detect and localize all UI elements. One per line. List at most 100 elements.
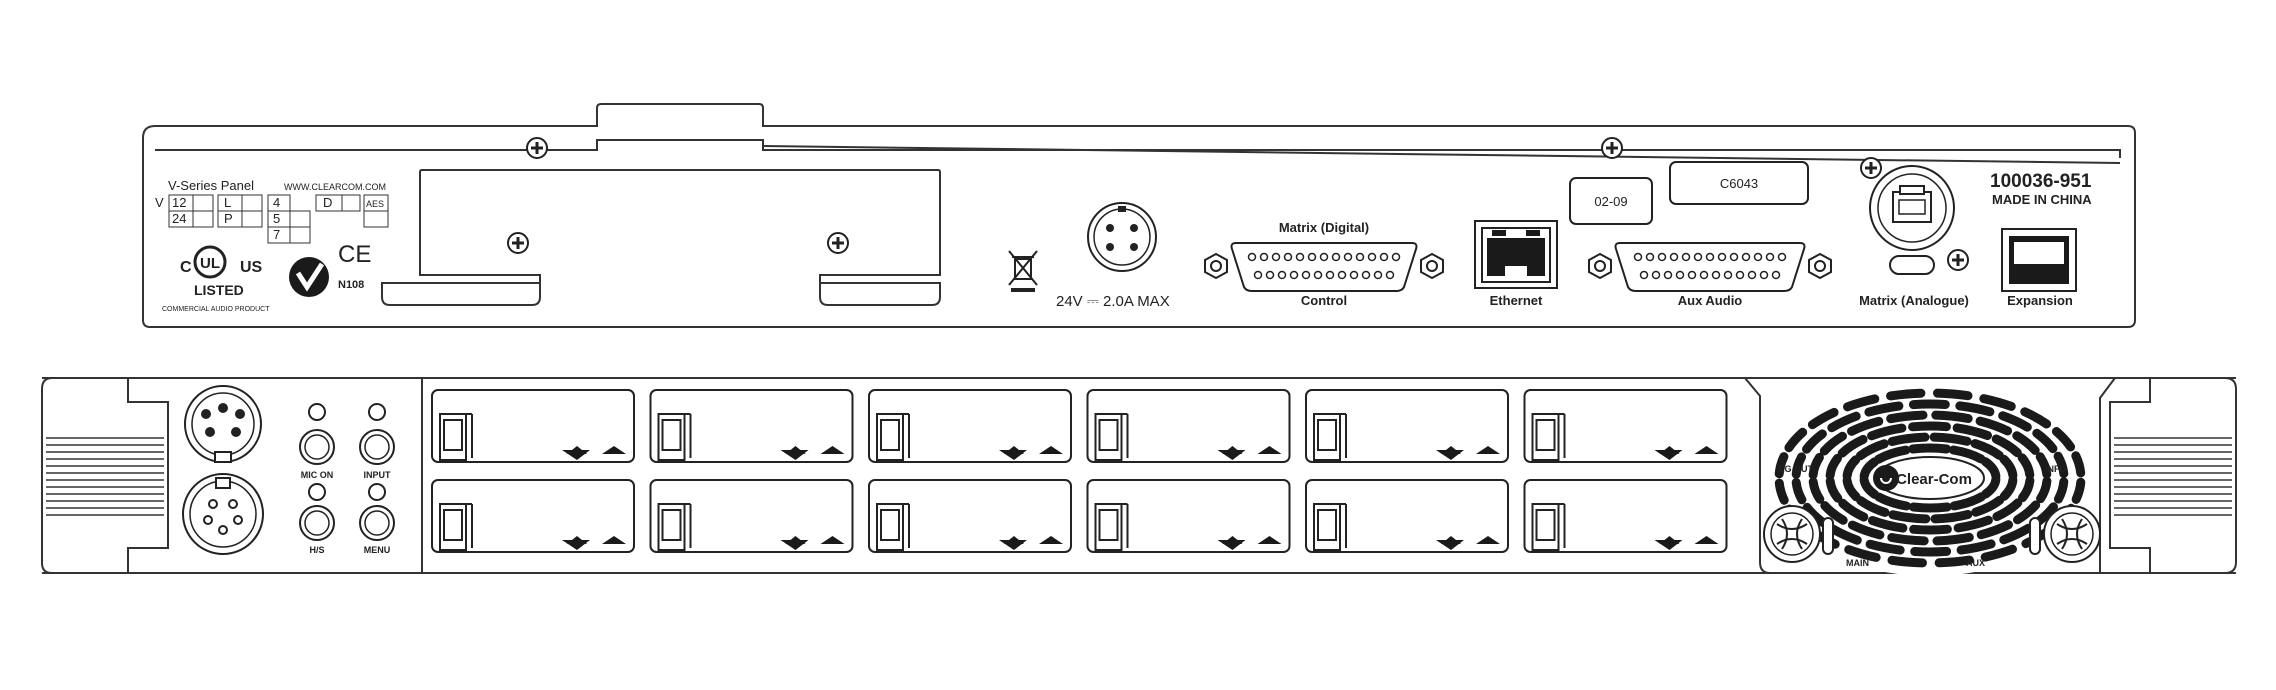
grille-slot	[1929, 432, 1972, 446]
lg-out-label: LG OUT	[1779, 464, 1813, 474]
grille-slot	[2018, 476, 2035, 503]
tag-a	[1569, 177, 1653, 225]
grille-slot	[1909, 524, 1952, 535]
part-number: 100036-951	[1990, 171, 2092, 192]
grille-slot	[1867, 423, 1907, 441]
aux-audio-label: Aux Audio	[1678, 293, 1743, 308]
grille-slot	[1949, 492, 1986, 511]
talk-key[interactable]	[1305, 389, 1509, 463]
pin	[1765, 252, 1775, 262]
power-connector[interactable]	[1087, 202, 1157, 272]
key-indicator	[1586, 536, 1719, 544]
pin	[1723, 270, 1733, 280]
led-menu	[368, 483, 386, 501]
talk-key[interactable]	[868, 479, 1072, 553]
grid-7: 7	[273, 227, 280, 242]
ethernet-port[interactable]	[1474, 220, 1558, 289]
pin	[1705, 252, 1715, 262]
pin	[1729, 252, 1739, 262]
talk-key[interactable]	[1086, 389, 1291, 463]
grille-slot	[1774, 478, 1789, 505]
key-indicator	[1368, 536, 1500, 544]
ul-us: US	[240, 259, 263, 276]
grille-slot	[1808, 477, 1825, 504]
grille-slot	[1980, 457, 2001, 481]
pin	[1669, 252, 1679, 262]
grille-slot	[1859, 457, 1879, 481]
pin	[1325, 270, 1335, 280]
rack-ear-right	[2109, 377, 2236, 574]
talk-key[interactable]	[1086, 479, 1291, 553]
pin	[1771, 270, 1781, 280]
grille-slot	[2013, 500, 2041, 525]
grille-slot	[2017, 453, 2035, 480]
grille-slot	[1864, 401, 1904, 417]
grille-slot	[1992, 498, 2023, 522]
talk-key[interactable]	[649, 479, 854, 553]
grille-slot	[1956, 539, 1996, 555]
pin	[1307, 252, 1317, 262]
ctick-icon	[289, 257, 329, 297]
pin	[1693, 252, 1703, 262]
pin	[1687, 270, 1697, 280]
made-in: MADE IN CHINA	[1992, 192, 2092, 207]
aux-audio-port[interactable]	[1588, 242, 1832, 292]
grille-slot	[2053, 477, 2069, 504]
key-indicator	[712, 536, 845, 544]
input-button[interactable]	[359, 429, 395, 465]
talk-key[interactable]	[868, 389, 1072, 463]
expansion-port[interactable]	[2001, 228, 2077, 292]
talk-key[interactable]	[431, 389, 635, 463]
grille-slot	[2012, 431, 2040, 455]
talk-key[interactable]	[1305, 479, 1509, 553]
ctick-code: N108	[338, 279, 364, 291]
series-label: V-Series Panel	[168, 178, 254, 193]
talk-key[interactable]	[1523, 479, 1728, 553]
url-text: WWW.CLEARCOM.COM	[284, 182, 386, 192]
grille-slot	[1838, 498, 1869, 522]
control-port[interactable]	[1204, 242, 1444, 292]
ethernet-label: Ethernet	[1490, 293, 1543, 308]
grille-slot	[1807, 407, 1839, 430]
grille-slot	[1825, 476, 1843, 503]
grille-slot	[1844, 545, 1881, 562]
main-volume-knob[interactable]	[1763, 505, 1821, 563]
pin	[1699, 270, 1709, 280]
pin	[1711, 270, 1721, 280]
pin	[1681, 252, 1691, 262]
grille-slot	[1934, 555, 1974, 568]
grille-slot	[1868, 516, 1908, 533]
xlr-connector-bottom[interactable]	[182, 473, 264, 555]
key-indicator	[712, 446, 845, 454]
grille-slot	[2071, 451, 2086, 478]
pin	[1717, 252, 1727, 262]
front-panel: MIC ON INPUT H/S MENU Clear-Com LG OUT I…	[41, 377, 2237, 576]
mic-on-button[interactable]	[299, 429, 335, 465]
aux-led	[2029, 517, 2041, 555]
aux-label: AUX	[1966, 558, 1985, 568]
info-label: INFO	[2045, 464, 2067, 474]
headset-connector-top[interactable]	[184, 385, 262, 463]
menu-button[interactable]	[359, 505, 395, 541]
weee-bin-icon	[1008, 250, 1038, 292]
grid-aes: AES	[366, 199, 384, 209]
led-hs	[308, 483, 326, 501]
talk-key[interactable]	[649, 389, 854, 463]
talk-key[interactable]	[1523, 389, 1728, 463]
pin	[1379, 252, 1389, 262]
grille-slot	[2020, 407, 2052, 429]
pin	[1295, 252, 1305, 262]
matrix-analogue-port[interactable]	[1859, 156, 1970, 275]
talk-key[interactable]	[431, 479, 635, 553]
hs-button[interactable]	[299, 505, 335, 541]
control-label: Control	[1301, 293, 1347, 308]
grille-slot	[1784, 427, 1808, 453]
aux-volume-knob[interactable]	[2043, 505, 2101, 563]
clearcom-logo-icon	[1873, 465, 1899, 491]
pin	[1373, 270, 1383, 280]
grille-slot	[1932, 532, 1974, 546]
grille-slot	[1842, 476, 1861, 502]
grille-slot	[1820, 501, 1848, 525]
grille-slot	[1842, 455, 1861, 481]
pin	[1337, 270, 1347, 280]
